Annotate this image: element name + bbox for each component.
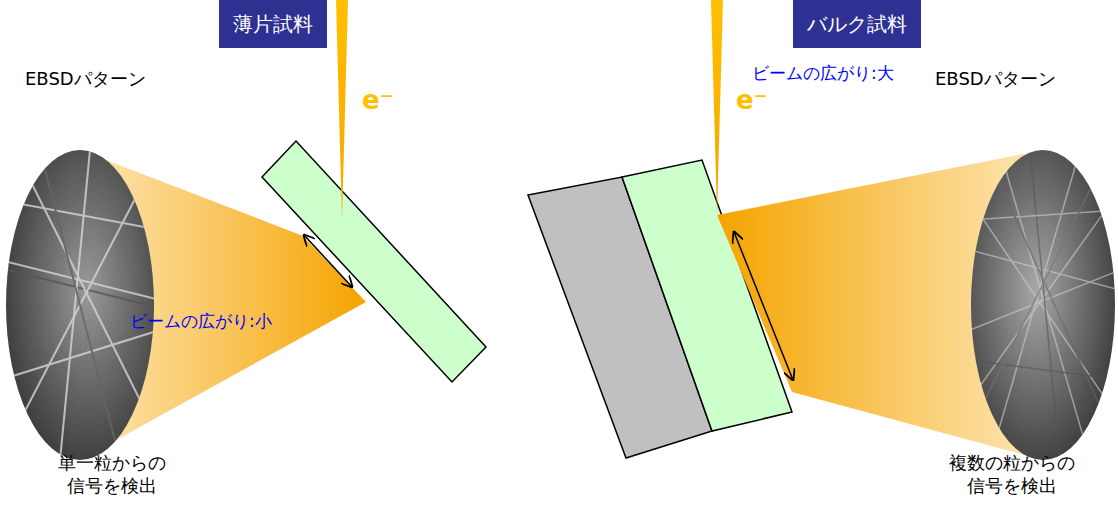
spread-arrow	[304, 235, 352, 287]
spread-arrow	[734, 232, 793, 380]
title-box: バルク試料	[793, 0, 921, 48]
ebsd-pattern	[0, 150, 160, 460]
electron-label: e⁻	[362, 84, 393, 117]
spread-label: ビームの広がり:小	[130, 311, 272, 332]
pattern-label: EBSDパターン	[25, 68, 146, 91]
spread-label: ビームの広がり:大	[752, 63, 894, 84]
electron-beam	[711, 0, 723, 215]
thin-sample	[262, 141, 486, 382]
pattern-label: EBSDパターン	[935, 68, 1056, 91]
title-text: 薄片試料	[233, 11, 313, 38]
electron-label: e⁻	[736, 84, 767, 117]
title-text: バルク試料	[807, 11, 907, 38]
electron-beam	[336, 0, 348, 220]
ebsd-pattern	[970, 150, 1118, 460]
title-box: 薄片試料	[219, 0, 327, 48]
signal-note: 単一粒からの 信号を検出	[55, 452, 168, 497]
signal-note: 複数の粒からの 信号を検出	[946, 452, 1077, 497]
